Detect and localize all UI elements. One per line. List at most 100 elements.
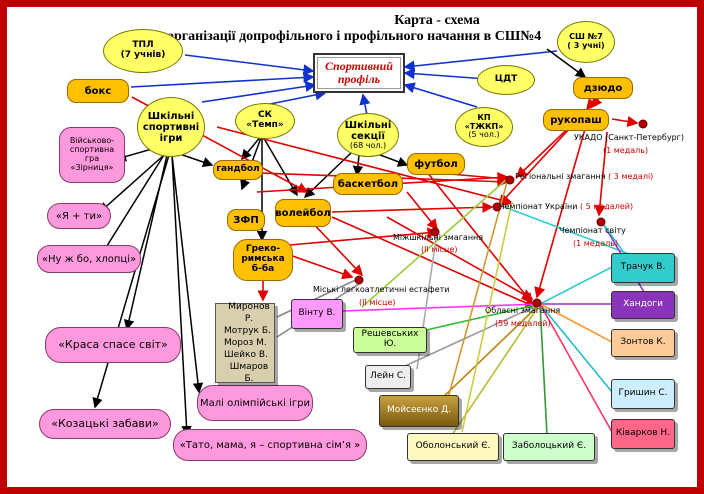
junction-dot [430, 227, 440, 237]
igry-line-2: спортивні [142, 121, 200, 133]
zirnytsia-line-3: гра [84, 154, 100, 163]
ukado-title: УКАДО (Санкт-Петербург) [574, 133, 685, 142]
comp-ukado: УКАДО (Санкт-Петербург) [574, 133, 684, 142]
node-dzudo: дзюдо [573, 77, 633, 99]
khandogy-label: Хандоги [623, 299, 663, 310]
futbol-label: футбол [414, 158, 458, 170]
kp-line-1: КП [477, 112, 491, 122]
athlete-moiseenko: Мойсеєнко Д. [379, 395, 459, 427]
title-line-2: організації допрофільного і профільного … [167, 29, 542, 44]
sekcii-line-2: секції [351, 130, 385, 142]
pink-kozatski: «Козацькі забави» [39, 409, 171, 439]
basketbol-label: баскетбол [337, 178, 399, 190]
gandbol-label: гандбол [216, 164, 260, 175]
igry-line-1: Шкільні [147, 110, 195, 122]
comp-world: Чемпіонат світу [559, 226, 626, 235]
node-basketbol: баскетбол [333, 173, 403, 195]
node-greko: Греко- римська б-ба [233, 239, 293, 281]
diagram-subtitle: організації допрофільного і профільного … [167, 29, 587, 45]
center-line-1: Спортивний [325, 58, 393, 73]
trachuk-label: Трачук В. [620, 262, 666, 273]
names-list-item: Шмаров Б. [229, 362, 269, 385]
world-title: Чемпіонат світу [559, 226, 626, 235]
comp-city: Міські легкоатлетичні естафети [313, 285, 449, 294]
nu-zh-bo-label: «Ну ж бо, хлопці» [41, 253, 137, 265]
athlete-zontov: Зонтов К. [611, 329, 675, 357]
junction-dot [505, 175, 515, 185]
comp-oblast-medals: (59 медалей) [495, 319, 551, 328]
names-list-item: Мотрук Б. [224, 325, 271, 336]
moiseenko-label: Мойсеєнко Д. [386, 405, 452, 416]
sh7-line-2: ( 3 учні) [567, 41, 605, 50]
tpl-line-2: (7 учнів) [120, 50, 166, 60]
node-sk-temp: СК «Темп» [235, 103, 295, 139]
pink-nu-zh-bo: «Ну ж бо, хлопці» [37, 245, 141, 273]
node-gandbol: гандбол [213, 160, 263, 180]
comp-oblast: Обласні змагання [485, 306, 560, 315]
obolonsky-label: Оболонський Є. [415, 441, 491, 452]
athlete-khandogy: Хандоги [611, 291, 675, 319]
athlete-vintu: Вінту В. [291, 299, 343, 329]
node-boks: бокс [67, 79, 129, 103]
ukraine-title: Чемпіонат України [499, 202, 578, 211]
zontov-label: Зонтов К. [620, 337, 666, 348]
zirnytsia-line-1: Військово- [69, 136, 115, 146]
temp-line-2: «Темп» [246, 120, 284, 130]
athlete-hryshyn: Гришин С. [611, 379, 675, 409]
greko-line-2: римська [241, 254, 285, 265]
zabolotsky-label: Заболоцький Є. [511, 441, 587, 452]
world-medals: (1 медаль) [573, 239, 619, 248]
sekcii-line-3: (68 чол.) [349, 140, 387, 150]
dzudo-label: дзюдо [583, 82, 623, 94]
junction-dot [492, 202, 502, 212]
oblast-medals: (59 медалей) [495, 319, 551, 328]
comp-ukado-medals: (1 медаль) [603, 146, 648, 155]
names-list: Миронов Р. Мотрук Б. Мороз М. Шейко В. Ш… [215, 302, 275, 385]
comp-world-medals: (1 медаль) [573, 239, 618, 248]
ya-ty-label: «Я + ти» [55, 210, 103, 222]
sekcii-line-1: Шкільні [344, 119, 392, 131]
comp-regional: Регіональні змагання ( 3 медалі) [515, 172, 653, 181]
kozatski-label: «Козацькі забави» [51, 416, 159, 430]
kivarkov-label: Ківарков Н. [615, 428, 671, 439]
names-list-item: Мороз М. [224, 337, 267, 348]
boks-label: бокс [84, 85, 112, 97]
hryshyn-label: Гришин С. [618, 388, 668, 399]
pink-mali-olimp: Малі олімпійські ігри [197, 385, 313, 421]
comp-interschool-medals: (ІІ місце) [421, 245, 458, 254]
voleibol-label: волейбол [275, 207, 331, 219]
zirnytsia-line-4: «Зірниця» [70, 162, 114, 172]
ukado-medals: (1 медаль) [603, 146, 649, 155]
regional-medals: ( 3 медалі) [608, 172, 654, 181]
tato-mama-label: «Тато, мама, я – спортивна сім’я » [179, 439, 361, 451]
node-zfp: ЗФП [227, 209, 265, 231]
athlete-reshevskykh: Решевських Ю. [353, 327, 427, 353]
mali-olimp-label: Малі олімпійські ігри [199, 397, 311, 409]
ukraine-medals: ( 5 медалей) [580, 202, 634, 211]
greko-line-1: Греко- [245, 244, 281, 255]
title-line-1: Карта - схема [394, 13, 480, 28]
athlete-zabolotsky: Заболоцький Є. [503, 433, 595, 461]
athlete-kivarkov: Ківарков Н. [611, 419, 675, 449]
city-medals: (ІІ місце) [359, 298, 396, 307]
center-sport-profile: Спортивний профіль [313, 53, 405, 93]
pink-krasa: «Краса спасе світ» [45, 327, 181, 363]
greko-line-3: б-ба [251, 263, 275, 274]
node-rukopash: рукопаш [543, 109, 609, 131]
comp-city-medals: (ІІ місце) [359, 298, 396, 307]
kp-line-2: «ТЖКП» [464, 121, 504, 131]
pink-tato-mama: «Тато, мама, я – спортивна сім’я » [173, 429, 367, 461]
kp-line-3: (5 чол.) [468, 130, 500, 140]
pink-zirnytsia: Військово- спортивна гра «Зірниця» [59, 127, 125, 183]
center-line-2: профіль [337, 72, 381, 86]
zfp-label: ЗФП [233, 214, 259, 226]
krasa-label: «Краса спасе світ» [58, 337, 168, 351]
node-tpl: ТПЛ (7 учнів) [103, 29, 183, 73]
dct-label: ЦДТ [494, 74, 518, 85]
node-voleibol: волейбол [275, 199, 331, 227]
node-shkilni-igry: Шкільні спортивні ігри [137, 97, 205, 157]
pink-ya-ty: «Я + ти» [47, 203, 111, 229]
rukopash-label: рукопаш [550, 114, 602, 126]
zirnytsia-line-2: спортивна [69, 145, 115, 155]
